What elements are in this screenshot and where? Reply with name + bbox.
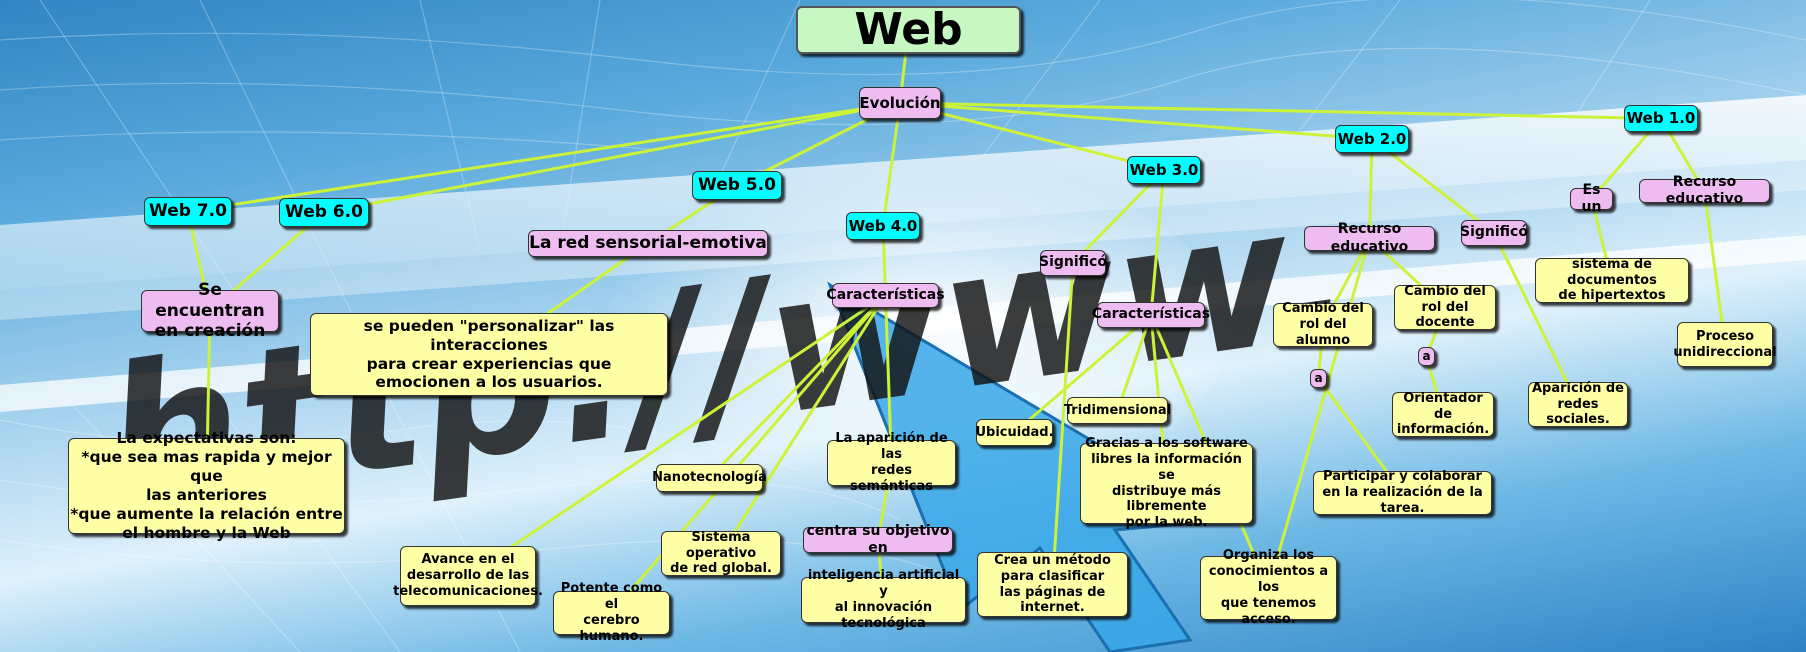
map-title-web[interactable]: Web	[796, 4, 1021, 55]
node-cambio-rol-alumno[interactable]: Cambio del rol del alumno	[1273, 301, 1373, 348]
node-personalizar-interacciones[interactable]: se pueden "personalizar" las interaccion…	[310, 313, 668, 396]
node-web-3-0[interactable]: Web 3.0	[1127, 156, 1201, 184]
node-web-2-0[interactable]: Web 2.0	[1335, 125, 1409, 153]
node-cerebro-humano[interactable]: Potente como el cerebro humano.	[553, 581, 670, 644]
node-caracteristicas-web-4-0[interactable]: Características	[826, 283, 945, 308]
node-significo-web-2-0[interactable]: Significó	[1460, 220, 1528, 246]
node-inteligencia-artificial[interactable]: inteligencia artificial y al innovación …	[801, 568, 966, 631]
node-evolucion[interactable]: Evolución	[859, 87, 941, 119]
node-sistema-operativo[interactable]: Sistema operativo de red global.	[661, 530, 781, 576]
node-sistema-hipertextos[interactable]: sistema de documentos de hipertextos	[1535, 257, 1689, 303]
node-cambio-rol-docente[interactable]: Cambio del rol del docente	[1394, 284, 1496, 330]
node-a-docente[interactable]: a	[1418, 347, 1435, 366]
node-red-sensorial-emotiva[interactable]: La red sensorial-emotiva	[528, 230, 768, 257]
node-organiza-conocimientos[interactable]: Organiza los conocimientos a los que ten…	[1200, 548, 1337, 627]
node-tridimensional[interactable]: Tridimensional	[1064, 397, 1171, 424]
node-web-1-0[interactable]: Web 1.0	[1624, 105, 1698, 132]
node-significo-web-3-0[interactable]: Significó	[1039, 250, 1107, 276]
node-web-4-0[interactable]: Web 4.0	[846, 212, 920, 240]
node-metodo-clasificar[interactable]: Crea un método para clasificar las págin…	[977, 552, 1128, 617]
node-ubicuidad[interactable]: Ubicuidad.	[975, 419, 1054, 446]
node-recurso-educativo-web-2-0[interactable]: Recurso educativo	[1304, 221, 1435, 255]
node-redes-sociales[interactable]: Aparición de redes sociales.	[1528, 381, 1628, 427]
node-telecomunicaciones[interactable]: Avance en el desarrollo de las telecomun…	[393, 546, 543, 606]
node-redes-semanticas[interactable]: La aparición de las redes semánticas	[827, 431, 956, 494]
node-recurso-educativo-web-1-0[interactable]: Recurso educativo	[1639, 174, 1770, 207]
node-se-encuentran-en-creacion[interactable]: Se encuentran en creación	[141, 280, 279, 341]
node-web-5-0[interactable]: Web 5.0	[692, 171, 782, 200]
node-participar-colaborar[interactable]: Participar y colaborar en la realización…	[1313, 469, 1492, 516]
node-expectativas[interactable]: La expectativas son: *que sea mas rapida…	[68, 429, 345, 542]
node-web-6-0[interactable]: Web 6.0	[279, 198, 369, 227]
node-software-libres[interactable]: Gracias a los software libres la informa…	[1080, 436, 1253, 530]
node-a-alumno[interactable]: a	[1310, 369, 1327, 388]
node-proceso-unidireccional[interactable]: Proceso unidireccional	[1673, 322, 1777, 367]
node-caracteristicas-web-3-0[interactable]: Características	[1092, 302, 1210, 328]
node-nanotecnologia[interactable]: Nanotecnología	[652, 464, 767, 492]
node-web-7-0[interactable]: Web 7.0	[144, 197, 232, 226]
node-orientador-informacion[interactable]: Orientador de información.	[1392, 391, 1494, 437]
node-centra-su-objetivo[interactable]: centra su objetivo en	[803, 523, 953, 556]
node-es-un[interactable]: Es un	[1570, 182, 1613, 215]
